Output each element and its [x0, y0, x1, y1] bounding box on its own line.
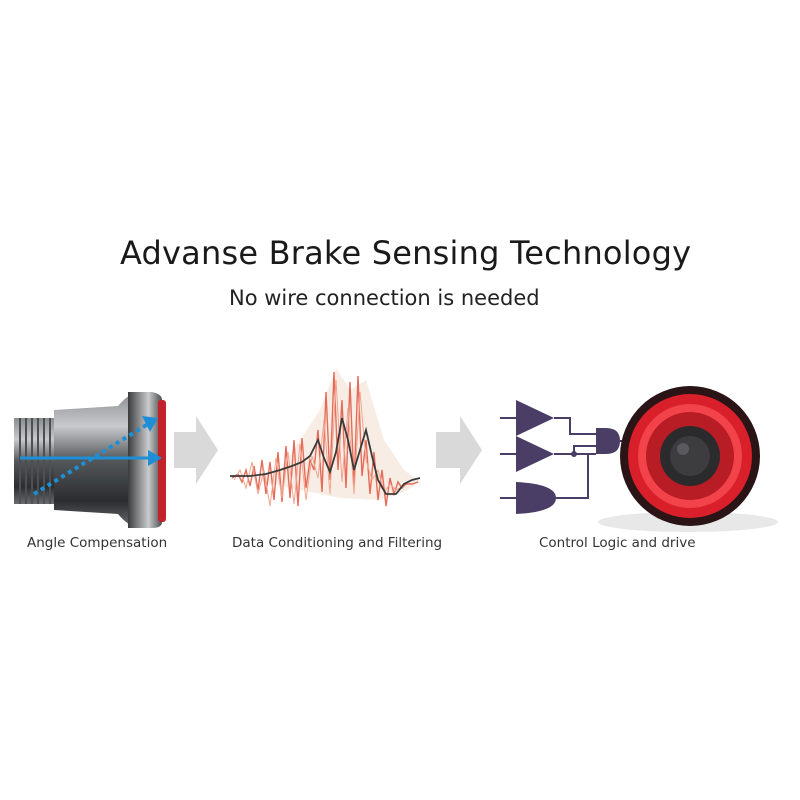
- stage-caption-filtering: Data Conditioning and Filtering: [232, 535, 443, 551]
- tail-lamp-icon: [598, 386, 778, 532]
- stage-caption-control: Control Logic and drive: [539, 535, 696, 551]
- page-subtitle: No wire connection is needed: [229, 286, 540, 310]
- page-title: Advanse Brake Sensing Technology: [120, 234, 692, 272]
- stage-caption-angle: Angle Compensation: [27, 535, 168, 551]
